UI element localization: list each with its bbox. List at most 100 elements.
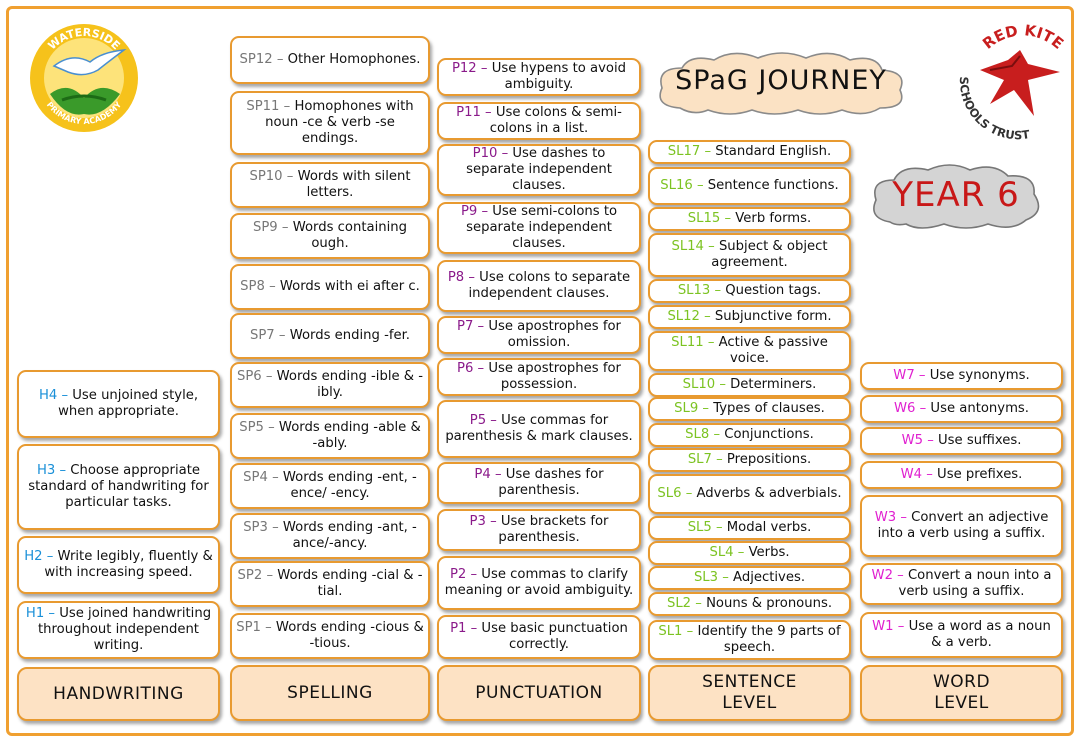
objective-text: Choose appropriate standard of handwriti… bbox=[28, 463, 209, 510]
objective-text: Conjunctions. bbox=[724, 427, 814, 442]
objective-code: W6 bbox=[894, 401, 916, 416]
punctuation-objective-p2: P2 – Use commas to clarify meaning or av… bbox=[437, 556, 641, 610]
objective-code: SL11 bbox=[671, 335, 704, 350]
objective-text-wrap: SL3 – Adjectives. bbox=[694, 570, 805, 586]
objective-code: P3 bbox=[469, 514, 486, 529]
objective-text: Use apostrophes for possession. bbox=[488, 361, 621, 392]
sentence-objective-sl14: SL14 – Subject & object agreement. bbox=[648, 233, 851, 277]
objective-dash: – bbox=[473, 361, 489, 376]
punctuation-objective-p12: P12 – Use hypens to avoid ambiguity. bbox=[437, 58, 641, 96]
sentence-objective-sl7: SL7 – Prepositions. bbox=[648, 448, 851, 472]
objective-code: SP12 bbox=[239, 52, 273, 67]
objective-dash: – bbox=[264, 279, 280, 294]
objective-text-wrap: SL17 – Standard English. bbox=[668, 144, 831, 160]
sentence-objective-sl6: SL6 – Adverbs & adverbials. bbox=[648, 474, 851, 514]
sentence-objective-sl16: SL16 – Sentence functions. bbox=[648, 167, 851, 205]
objective-text: Use dashes for parenthesis. bbox=[498, 467, 604, 498]
objective-text-wrap: SP9 – Words containing ough. bbox=[236, 220, 424, 252]
objective-code: W7 bbox=[893, 368, 915, 383]
objective-code: SP1 bbox=[236, 620, 261, 635]
sentence-objective-sl12: SL12 – Subjunctive form. bbox=[648, 305, 851, 329]
spelling-objective-sp12: SP12 – Other Homophones. bbox=[230, 36, 430, 84]
punctuation-objective-p5: P5 – Use commas for parenthesis & mark c… bbox=[437, 400, 641, 458]
objective-text-wrap: SL13 – Question tags. bbox=[678, 283, 821, 299]
objective-dash: – bbox=[464, 270, 480, 285]
logo-right-top-text: RED KITE bbox=[979, 21, 1067, 52]
objective-text: Words with silent letters. bbox=[297, 169, 411, 200]
objective-code: P8 bbox=[447, 270, 465, 285]
objective-code: SL8 bbox=[685, 427, 710, 442]
objective-text: Use hypens to avoid ambiguity. bbox=[491, 61, 627, 92]
sentence-objective-sl3: SL3 – Adjectives. bbox=[648, 566, 851, 590]
objective-code: W3 bbox=[874, 510, 897, 525]
objective-text: Use commas for parenthesis & mark clause… bbox=[445, 413, 633, 444]
punctuation-objective-p11: P11 – Use colons & semi-colons in a list… bbox=[437, 102, 641, 140]
objective-code: P9 bbox=[460, 204, 478, 219]
objective-dash: – bbox=[711, 452, 727, 467]
handwriting-objective-h3: H3 – Choose appropriate standard of hand… bbox=[17, 444, 220, 530]
spelling-objective-sp1: SP1 – Words ending -cious & -tious. bbox=[230, 613, 430, 659]
objective-text: Words ending -ant, -ance/-ancy. bbox=[282, 520, 417, 551]
objective-code: W1 bbox=[872, 619, 894, 634]
objective-text: Words ending -ent, -ence/ -ency. bbox=[282, 470, 417, 501]
objective-text-wrap: P1 – Use basic punctuation correctly. bbox=[443, 621, 635, 653]
year-label: YEAR 6 bbox=[892, 175, 1020, 215]
objective-text-wrap: SP1 – Words ending -cious & -tious. bbox=[236, 620, 424, 652]
footer-spelling: SPELLING bbox=[230, 665, 430, 721]
spelling-objective-sp8: SP8 – Words with ei after c. bbox=[230, 264, 430, 310]
sentence-objective-sl4: SL4 – Verbs. bbox=[648, 541, 851, 565]
objective-code: SL10 bbox=[682, 377, 716, 392]
objective-text-wrap: P11 – Use colons & semi-colons in a list… bbox=[443, 105, 635, 137]
footer-sentence-level: SENTENCE LEVEL bbox=[648, 665, 851, 721]
objective-text-wrap: W1 – Use a word as a noun & a verb. bbox=[866, 619, 1057, 651]
punctuation-objective-p9: P9 – Use semi-colons to separate indepen… bbox=[437, 202, 641, 254]
objective-dash: – bbox=[263, 420, 279, 435]
objective-dash: – bbox=[262, 568, 278, 583]
objective-dash: – bbox=[896, 510, 912, 525]
objective-code: P11 bbox=[456, 105, 481, 120]
objective-code: SL15 bbox=[687, 211, 721, 226]
word-objective-w6: W6 – Use antonyms. bbox=[860, 395, 1063, 423]
objective-code: SL13 bbox=[677, 283, 711, 298]
objective-text-wrap: P4 – Use dashes for parenthesis. bbox=[443, 467, 635, 499]
objective-dash: – bbox=[261, 369, 277, 384]
objective-dash: – bbox=[700, 144, 716, 159]
objective-code: SL3 bbox=[693, 570, 719, 585]
objective-dash: – bbox=[282, 169, 298, 184]
objective-code: P5 bbox=[469, 413, 487, 428]
objective-dash: – bbox=[277, 220, 293, 235]
spelling-objective-sp2: SP2 – Words ending -cial & -tial. bbox=[230, 561, 430, 607]
objective-text-wrap: SL11 – Active & passive voice. bbox=[654, 335, 845, 367]
sentence-objective-sl13: SL13 – Question tags. bbox=[648, 279, 851, 303]
objective-text: Use commas to clarify meaning or avoid a… bbox=[444, 567, 634, 598]
footer-word-level: WORD LEVEL bbox=[860, 665, 1063, 721]
sentence-objective-sl17: SL17 – Standard English. bbox=[648, 140, 851, 164]
objective-text: Use colons to separate independent claus… bbox=[468, 270, 631, 301]
objective-text-wrap: SL8 – Conjunctions. bbox=[685, 427, 814, 443]
objective-text-wrap: SP11 – Homophones with noun -ce & verb -… bbox=[236, 99, 424, 147]
objective-text: Determiners. bbox=[730, 377, 817, 392]
spelling-objective-sp5: SP5 – Words ending -able & -ably. bbox=[230, 413, 430, 459]
objective-dash: – bbox=[892, 568, 908, 583]
objective-text-wrap: SP10 – Words with silent letters. bbox=[236, 169, 424, 201]
objective-text: Convert an adjective into a verb using a… bbox=[877, 510, 1049, 541]
word-objective-w5: W5 – Use suffixes. bbox=[860, 427, 1063, 455]
word-objective-w7: W7 – Use synonyms. bbox=[860, 362, 1063, 390]
objective-text: Write legibly, fluently & with increasin… bbox=[44, 549, 213, 580]
objective-text-wrap: SL14 – Subject & object agreement. bbox=[654, 239, 845, 271]
objective-dash: – bbox=[44, 606, 60, 621]
objective-text: Use apostrophes for omission. bbox=[488, 319, 621, 350]
objective-dash: – bbox=[698, 401, 714, 416]
objective-text: Nouns & pronouns. bbox=[706, 596, 833, 611]
objective-text: Words ending -able & -ably. bbox=[278, 420, 421, 451]
objective-text: Use brackets for parenthesis. bbox=[498, 514, 609, 545]
objective-dash: – bbox=[57, 388, 73, 403]
objective-text-wrap: W2 – Convert a noun into a verb using a … bbox=[866, 568, 1057, 600]
objective-code: SP5 bbox=[239, 420, 264, 435]
word-objective-w4: W4 – Use prefixes. bbox=[860, 461, 1063, 489]
objective-text: Use basic punctuation correctly. bbox=[481, 621, 628, 652]
objective-text: Words containing ough. bbox=[292, 220, 407, 251]
objective-text: Use colons & semi-colons in a list. bbox=[489, 105, 622, 136]
objective-text-wrap: SL9 – Types of clauses. bbox=[674, 401, 825, 417]
objective-text: Prepositions. bbox=[726, 452, 812, 467]
